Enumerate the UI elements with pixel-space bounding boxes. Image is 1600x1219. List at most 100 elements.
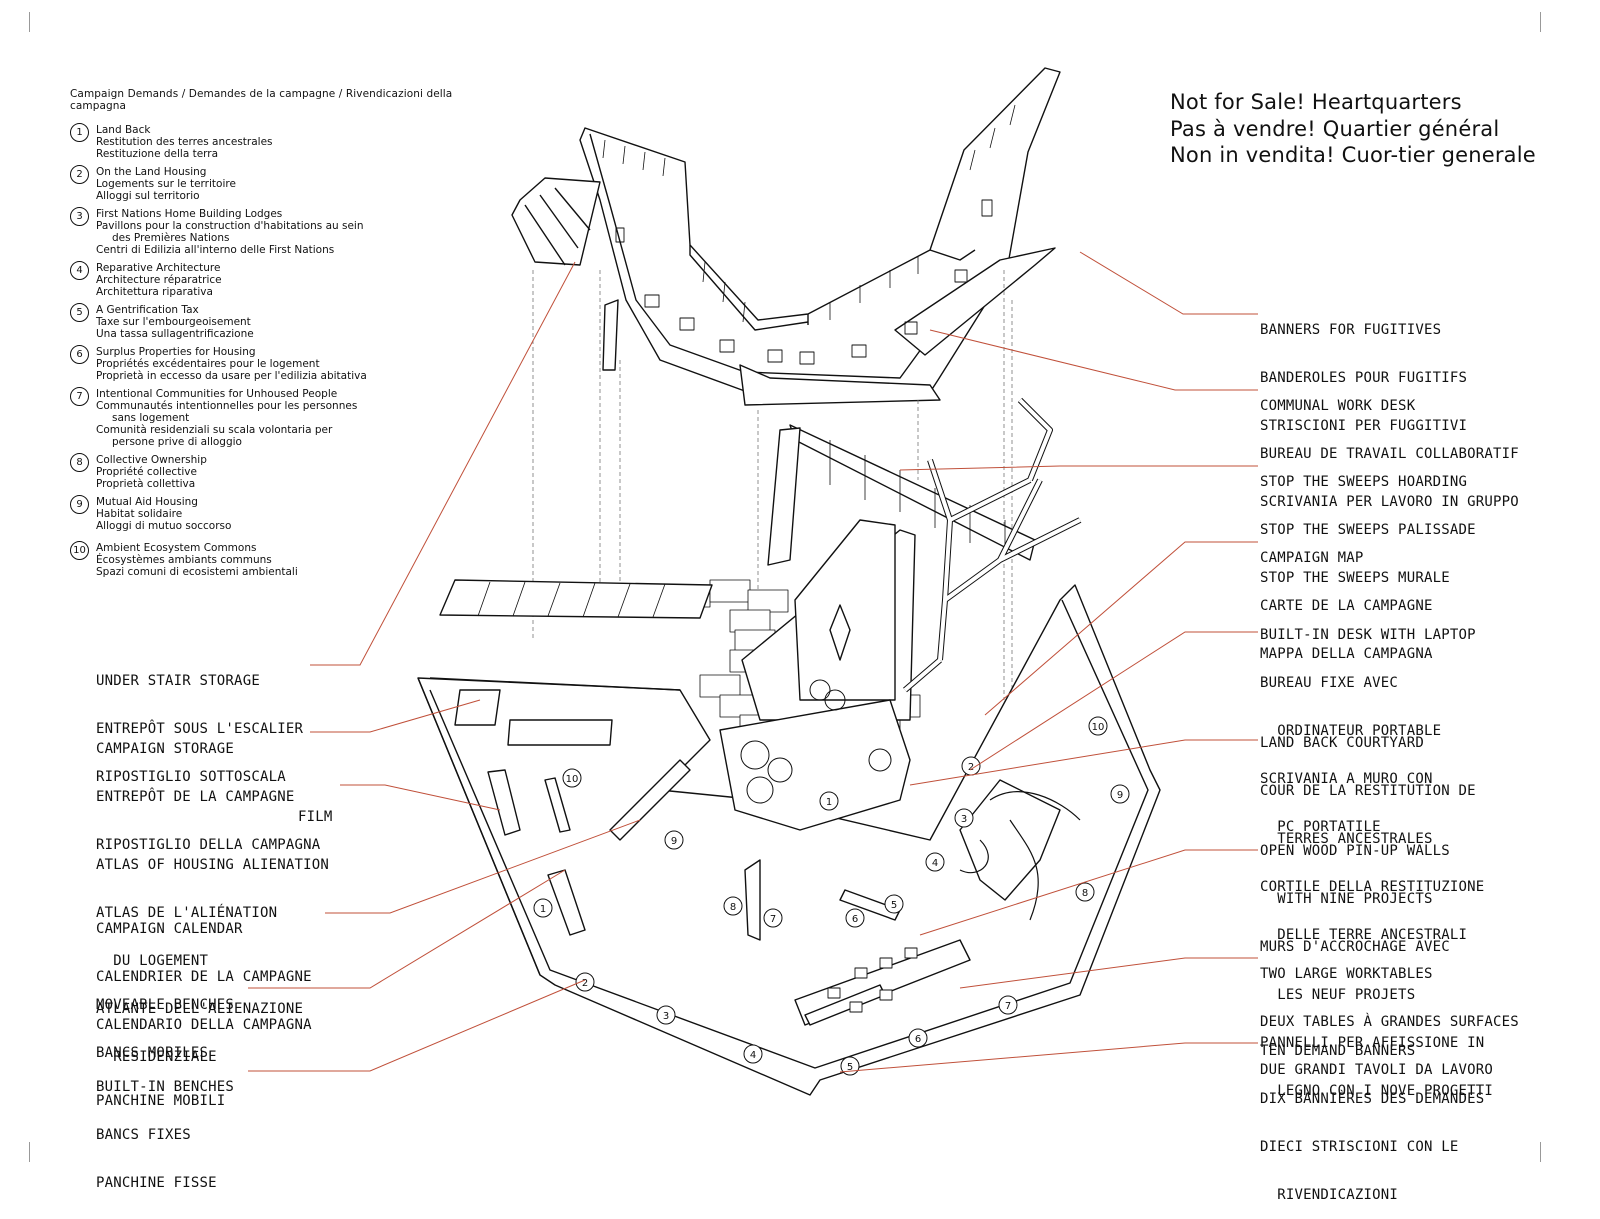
leader-lines: [248, 251, 1258, 1073]
demand-item: 6 Surplus Properties for Housing Proprié…: [70, 345, 490, 382]
demand-line: First Nations Home Building Lodges: [96, 208, 283, 220]
svg-text:6: 6: [852, 914, 858, 925]
label-film-atlas: FILM ATLAS OF HOUSING ALIENATION ATLAS D…: [96, 777, 333, 1081]
demand-line: Centri di Edilizia all'interno delle Fir…: [96, 244, 335, 256]
label-banners-for-fugitives: BANNERS FOR FUGITIVES BANDEROLES POUR FU…: [1260, 290, 1467, 450]
label-line: CAMPAIGN STORAGE: [96, 741, 235, 757]
marker: 5: [840, 1056, 860, 1076]
label-line: ATLANTE DELL'ALIENAZIONE: [96, 1001, 304, 1017]
demand-line: Collective Ownership: [96, 454, 207, 466]
marker: 4: [925, 852, 945, 872]
label-line: UNDER STAIR STORAGE: [96, 673, 260, 689]
label-communal-work-desk: COMMUNAL WORK DESK BUREAU DE TRAVAIL COL…: [1260, 366, 1519, 526]
drawing-markers: 10 10 9 9 8 8 7 7 6 6 5 5 4 4 3 3 2 2 1 …: [533, 716, 1130, 1076]
svg-text:8: 8: [1082, 888, 1088, 899]
marker: 3: [954, 808, 974, 828]
marker: 10: [1088, 716, 1108, 736]
marker: 6: [908, 1028, 928, 1048]
svg-text:4: 4: [750, 1050, 756, 1061]
demand-item: 2 On the Land Housing Logements sur le t…: [70, 165, 490, 202]
demand-item: 4 Reparative Architecture Architecture r…: [70, 261, 490, 298]
demand-number: 9: [70, 495, 89, 514]
title-line-it: Non in vendita! Cuor-tier generale: [1170, 143, 1536, 167]
label-line: STOP THE SWEEPS MURALE: [1260, 570, 1450, 586]
demand-line: Spazi comuni di ecosistemi ambientali: [96, 566, 298, 578]
label-line: TEN DEMAND BANNERS: [1260, 1043, 1416, 1059]
demand-number: 6: [70, 345, 89, 364]
label-line: TWO LARGE WORKTABLES: [1260, 966, 1433, 982]
label-campaign-map: CAMPAIGN MAP CARTE DE LA CAMPAGNE MAPPA …: [1260, 518, 1433, 678]
label-line: LES NEUF PROJETS: [1260, 987, 1416, 1003]
title-line-fr: Pas à vendre! Quartier général: [1170, 116, 1500, 141]
svg-text:1: 1: [826, 797, 832, 808]
demand-item: 7 Intentional Communities for Unhoused P…: [70, 387, 490, 448]
label-line: PC PORTATILE: [1260, 819, 1381, 835]
svg-text:9: 9: [671, 836, 677, 847]
svg-text:6: 6: [915, 1034, 921, 1045]
demand-line: Logements sur le territoire: [96, 178, 236, 190]
demand-number: 4: [70, 261, 89, 280]
demand-item: 1 Land Back Restitution des terres ances…: [70, 123, 490, 160]
demand-item: 9 Mutual Aid Housing Habitat solidaire A…: [70, 495, 490, 532]
label-line: STOP THE SWEEPS HOARDING: [1260, 474, 1468, 490]
marker: 9: [664, 830, 684, 850]
legend-title: Campaign Demands / Demandes de la campag…: [70, 88, 453, 112]
label-line: PANNELLI PER AFFISSIONE IN: [1260, 1035, 1485, 1051]
svg-text:9: 9: [1117, 790, 1123, 801]
label-line: BANDEROLES POUR FUGITIFS: [1260, 370, 1468, 386]
demand-line: Intentional Communities for Unhoused Peo…: [96, 388, 338, 400]
label-built-in-desk: BUILT-IN DESK WITH LAPTOP BUREAU FIXE AV…: [1260, 595, 1476, 851]
svg-text:7: 7: [770, 914, 776, 925]
svg-text:10: 10: [1092, 722, 1105, 733]
label-line: LAND BACK COURTYARD: [1260, 735, 1424, 751]
demand-line: Alloggi di mutuo soccorso: [96, 520, 232, 532]
label-line: LEGNO CON I NOVE PROGETTI: [1260, 1083, 1493, 1099]
demand-line: Taxe sur l'embourgeoisement: [96, 316, 251, 328]
label-line: BANCS MOBILES: [96, 1045, 209, 1061]
label-moveable-benches: MOVEABLE BENCHES BANCS MOBILES PANCHINE …: [96, 965, 234, 1125]
label-line: STRISCIONI PER FUGGITIVI: [1260, 418, 1468, 434]
label-line: DEUX TABLES À GRANDES SURFACES: [1260, 1014, 1519, 1030]
demand-line: persone prive di alloggio: [112, 436, 242, 448]
demand-line: Ambient Ecosystem Commons: [96, 542, 257, 554]
label-line: CALENDRIER DE LA CAMPAGNE: [96, 969, 312, 985]
marker: 2: [575, 972, 595, 992]
title-line-en: Not for Sale! Heartquarters: [1170, 90, 1462, 114]
marker: 9: [1110, 784, 1130, 804]
demand-item: 5 A Gentrification Tax Taxe sur l'embour…: [70, 303, 490, 340]
demand-line: Architecture réparatrice: [96, 274, 222, 286]
demand-line: Restituzione della terra: [96, 148, 219, 160]
marker: 6: [845, 908, 865, 928]
label-line: WITH NINE PROJECTS: [1260, 891, 1433, 907]
label-line: SCRIVANIA A MURO CON: [1260, 771, 1433, 787]
label-line: RIVENDICAZIONI: [1260, 1187, 1399, 1203]
label-two-large-worktables: TWO LARGE WORKTABLES DEUX TABLES À GRAND…: [1260, 934, 1519, 1094]
demand-number: 3: [70, 207, 89, 226]
demand-line: Pavillons pour la construction d'habitat…: [96, 220, 364, 232]
label-campaign-storage: CAMPAIGN STORAGE ENTREPÔT DE LA CAMPAGNE…: [96, 709, 320, 869]
demand-line: Écosystèmes ambiants communs: [96, 554, 272, 566]
demand-number: 2: [70, 165, 89, 184]
label-line: CALENDARIO DELLA CAMPAGNA: [96, 1017, 312, 1033]
marker: 1: [819, 791, 839, 811]
demand-line: Una tassa sullagentrificazione: [96, 328, 254, 340]
label-line: OPEN WOOD PIN-UP WALLS: [1260, 843, 1450, 859]
label-line: MAPPA DELLA CAMPAGNA: [1260, 646, 1433, 662]
label-line: CARTE DE LA CAMPAGNE: [1260, 598, 1433, 614]
label-line: BUREAU DE TRAVAIL COLLABORATIF: [1260, 446, 1519, 462]
axonometric-drawing: 10 10 9 9 8 8 7 7 6 6 5 5 4 4 3 3 2 2 1 …: [248, 67, 1258, 1096]
marker: 10: [562, 768, 582, 788]
label-line: PANCHINE MOBILI: [96, 1093, 226, 1109]
label-line: PANCHINE FISSE: [96, 1175, 217, 1191]
label-line: FILM: [298, 809, 333, 825]
crop-mark-top-right: [1540, 12, 1541, 32]
crop-mark-top-left: [29, 12, 30, 32]
label-line: DIECI STRISCIONI CON LE: [1260, 1139, 1459, 1155]
demand-line: Communautés intentionnelles pour les per…: [96, 400, 358, 412]
demand-line: Habitat solidaire: [96, 508, 183, 520]
demand-line: On the Land Housing: [96, 166, 207, 178]
svg-text:7: 7: [1005, 1001, 1011, 1012]
page-title: Not for Sale! Heartquarters Pas à vendre…: [1170, 89, 1536, 169]
demand-number: 1: [70, 123, 89, 142]
label-line: MURS D'ACCROCHAGE AVEC: [1260, 939, 1450, 955]
